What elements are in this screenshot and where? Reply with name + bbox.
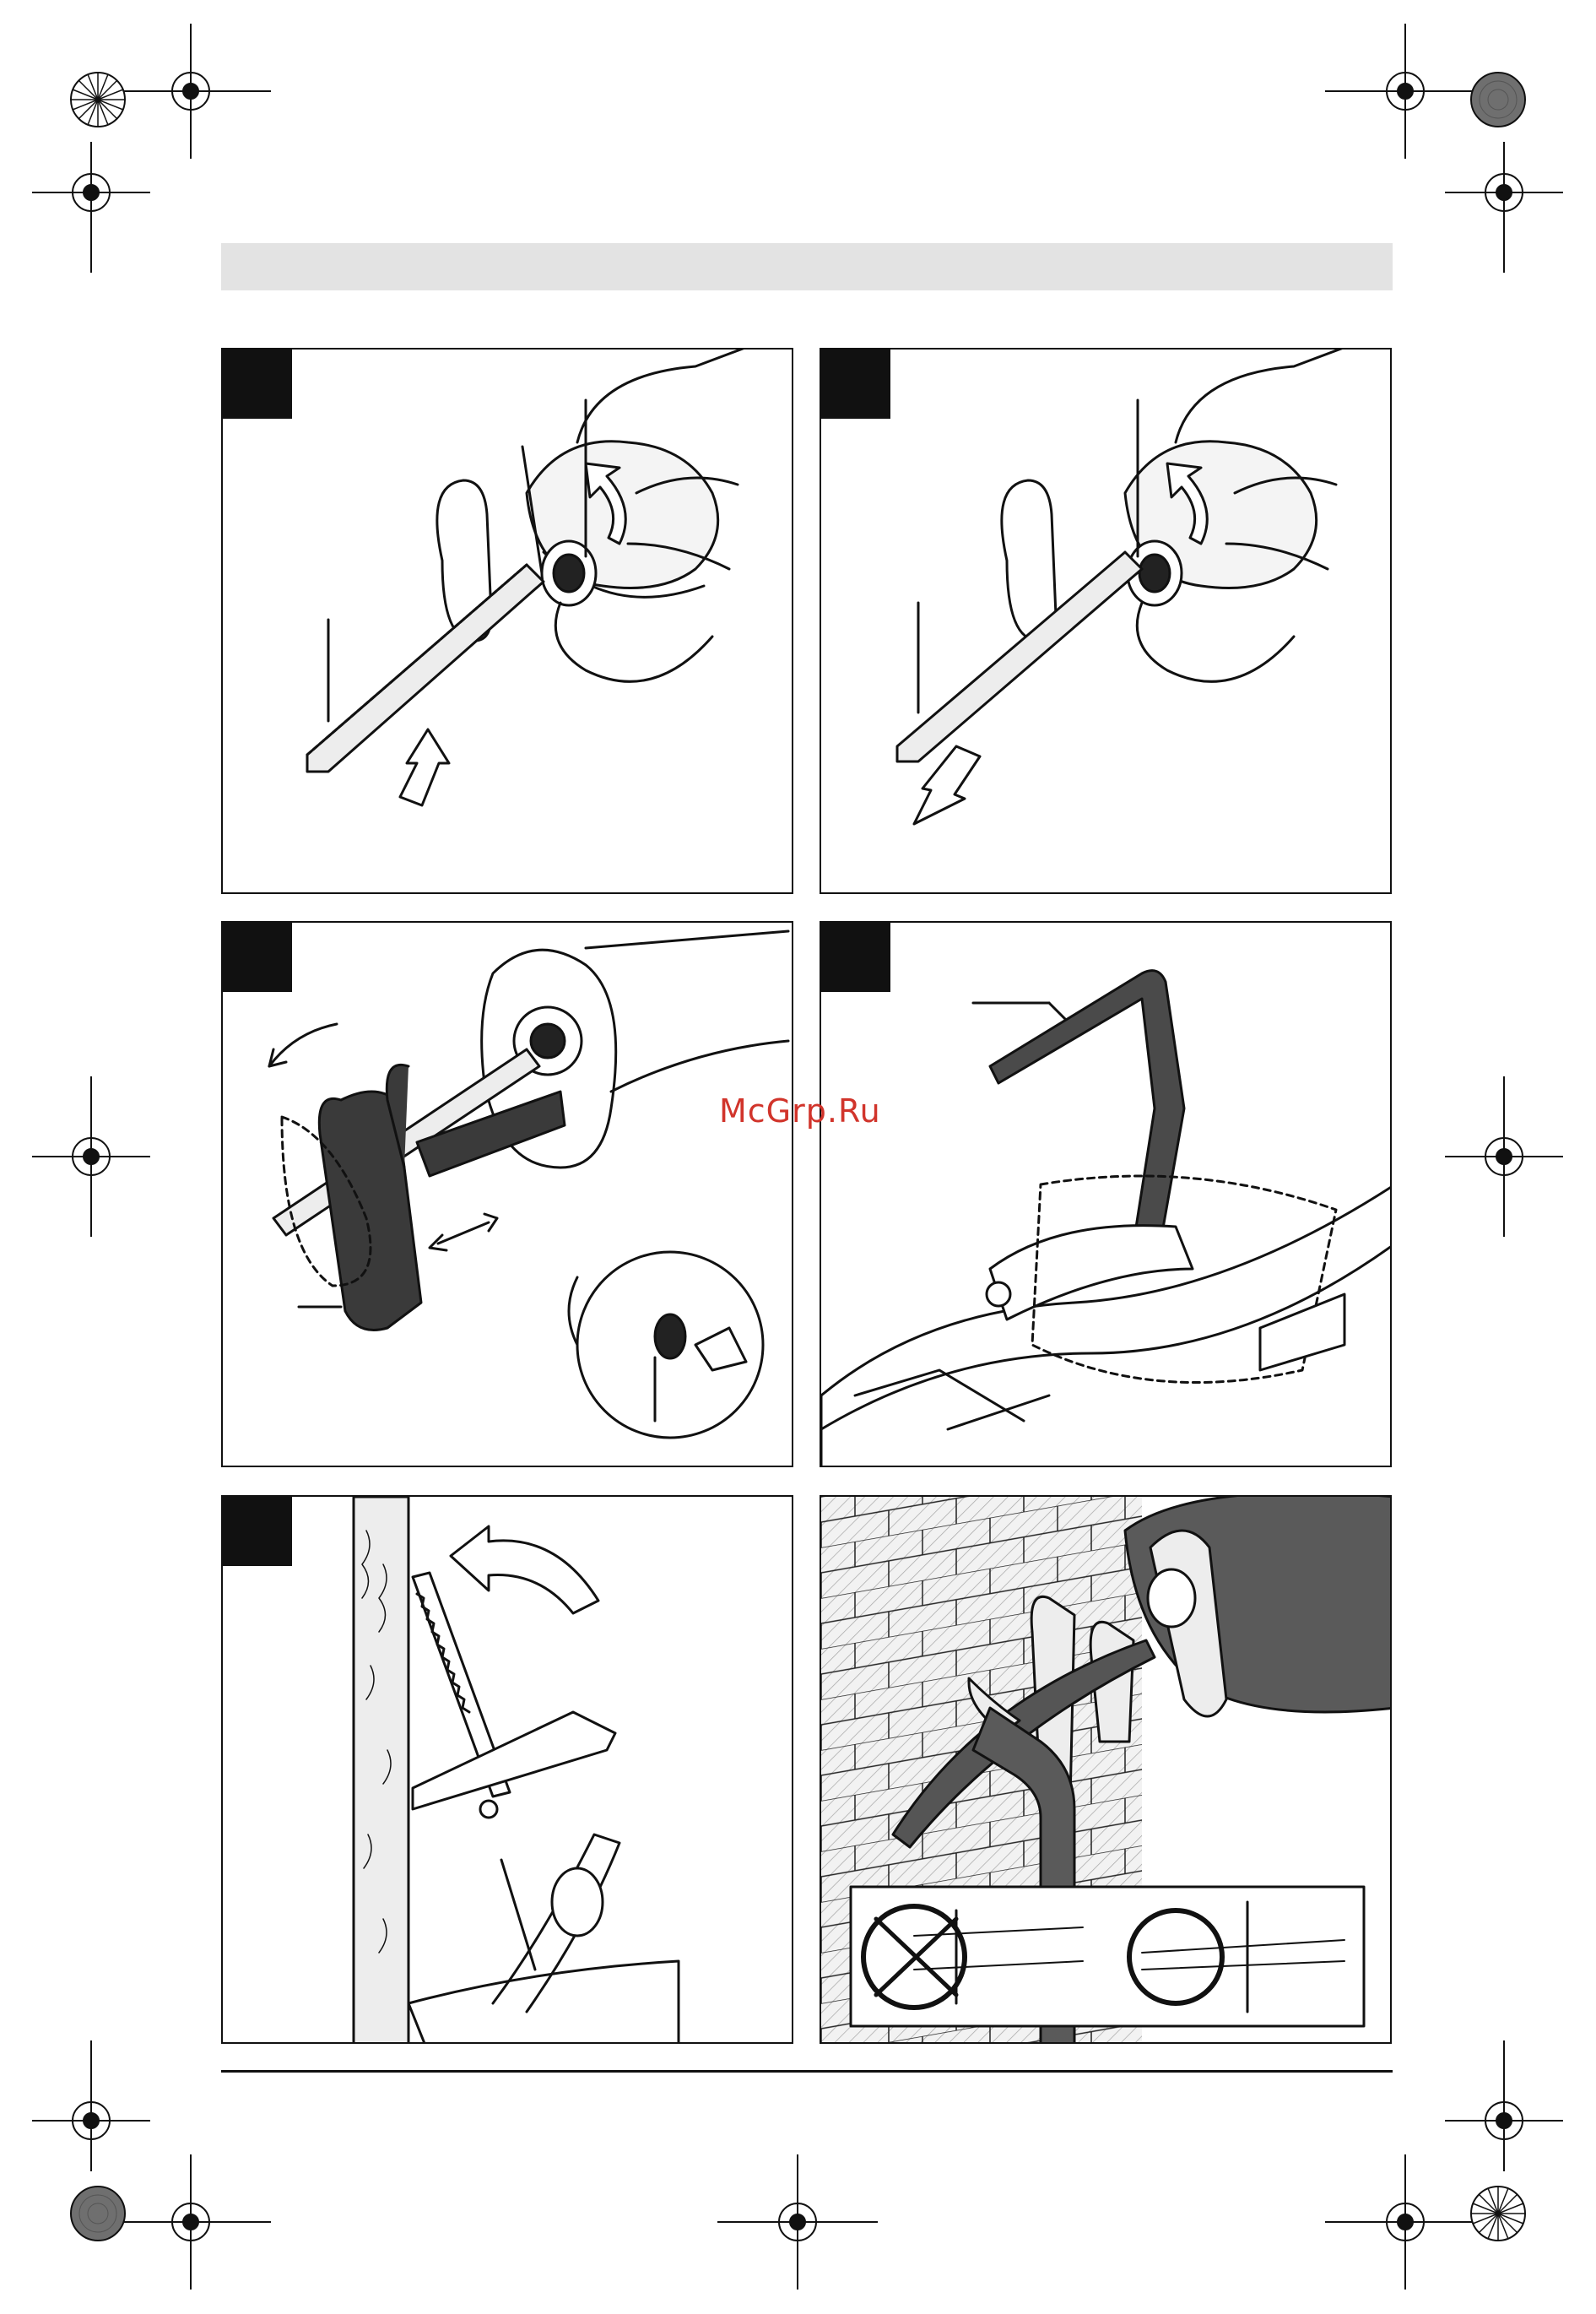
- figure-plunge-cut: [221, 1495, 793, 2044]
- insert-blade-illustration: [223, 350, 793, 894]
- crosshair-icon: [1325, 2154, 1485, 2290]
- crosshair-icon: [32, 142, 150, 273]
- crosshair-icon: [1445, 142, 1563, 273]
- figure-remove-blade: [820, 348, 1392, 894]
- footer-rule: [221, 2070, 1393, 2073]
- hex-key-storage-illustration: [821, 923, 1392, 1467]
- crosshair-icon: [111, 24, 271, 159]
- crosshair-icon: [32, 2040, 150, 2171]
- crosshair-icon: [32, 1076, 150, 1237]
- gray-target-icon: [1471, 73, 1525, 127]
- remove-blade-illustration: [821, 350, 1392, 894]
- flush-cut-illustration: [821, 1497, 1392, 2044]
- plunge-cut-illustration: [223, 1497, 793, 2044]
- crosshair-icon: [717, 2154, 878, 2290]
- starburst-target-icon: [71, 73, 125, 127]
- adjust-shoe-illustration: [223, 923, 793, 1467]
- starburst-target-icon: [1471, 2187, 1525, 2241]
- figure-insert-blade: [221, 348, 793, 894]
- figure-hex-key-storage: [820, 921, 1392, 1467]
- crosshair-icon: [1445, 1076, 1563, 1237]
- gray-target-icon: [71, 2187, 125, 2241]
- header-bar: [221, 243, 1393, 290]
- figure-flush-cut: [820, 1495, 1392, 2044]
- crosshair-icon: [1445, 2040, 1563, 2171]
- watermark-text: McGrp.Ru: [719, 1092, 881, 1130]
- crosshair-icon: [111, 2154, 271, 2290]
- crosshair-icon: [1325, 24, 1485, 159]
- figure-adjust-shoe: [221, 921, 793, 1467]
